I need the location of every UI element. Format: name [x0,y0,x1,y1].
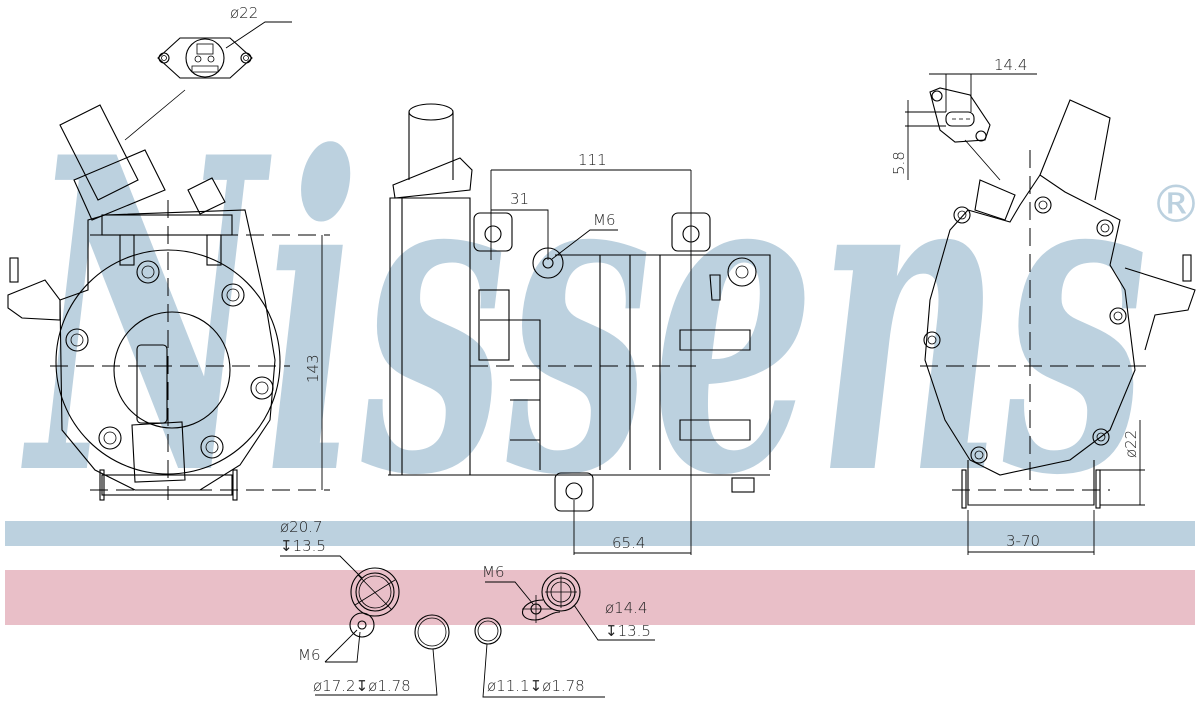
side-offset-dimension: 31 [510,190,529,208]
rear-mount-spacing: 3-70 [1006,532,1040,550]
side-length-dimension: 111 [578,151,607,169]
connector-detail-rear: 14.4 5.8 [890,56,1037,181]
rear-connector-height: 5.8 [890,151,908,175]
rear-connector-width: 14.4 [994,56,1027,74]
front-bolts [65,260,274,459]
blue-band [5,521,1195,546]
connector-detail-front: ø22 [124,4,292,141]
front-view: ø22 [7,4,330,501]
side-view: 111 31 M6 65.4 [388,103,771,555]
rear-bolts [923,196,1127,464]
brand-watermark: Nissens [20,65,1148,570]
side-bottom-offset-dimension: 65.4 [612,534,645,552]
small-port-diameter: ø14.4 [605,599,648,617]
small-port-thread: M6 [482,563,505,581]
oring-large-spec: ø17.2↧ø1.78 [313,677,411,695]
pink-band [5,570,1195,625]
rear-pulley-diameter: ø22 [1122,430,1140,458]
side-thread-label: M6 [593,211,616,229]
rear-view: 14.4 5.8 [890,56,1196,555]
large-port-depth: ↧13.5 [280,537,326,555]
large-port-thread: M6 [298,646,321,664]
large-port-diameter: ø20.7 [280,518,323,536]
front-connector-diameter: ø22 [230,4,258,22]
registered-mark: ® [1150,175,1200,235]
oring-small-spec: ø11.1↧ø1.78 [487,677,585,695]
ports-detail: ø20.7 ↧13.5 M6 ø17.2↧ø1.78 ø11.1↧ø1.78 M… [280,518,655,698]
front-height-dimension: 143 [304,354,322,383]
small-port-depth: ↧13.5 [605,622,651,640]
